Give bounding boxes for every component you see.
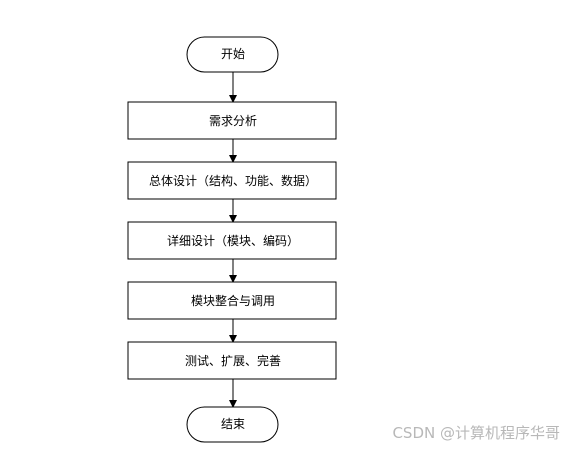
process-label: 需求分析 [209, 114, 257, 128]
end-label: 结束 [221, 417, 245, 431]
process-box [127, 341, 337, 380]
process-node-overall-design: 总体设计（结构、功能、数据） [127, 161, 337, 200]
process-label: 详细设计（模块、编码） [167, 233, 299, 248]
process-box [127, 101, 337, 140]
process-label: 模块整合与调用 [191, 293, 275, 308]
process-node-testing: 测试、扩展、完善 [127, 341, 337, 380]
csdn-watermark: CSDN @计算机程序华哥 [392, 424, 560, 442]
process-node-detailed-design: 详细设计（模块、编码） [127, 221, 337, 260]
process-node-requirements: 需求分析 [127, 101, 337, 140]
start-terminal-shape [186, 36, 279, 73]
start-label: 开始 [221, 47, 245, 61]
process-label: 总体设计（结构、功能、数据） [149, 173, 317, 188]
process-box [127, 221, 337, 260]
process-box [127, 161, 337, 200]
start-node: 开始 [186, 36, 279, 73]
process-node-integration: 模块整合与调用 [127, 281, 337, 320]
end-node: 结束 [186, 406, 279, 443]
end-terminal-shape [186, 406, 279, 443]
process-box [127, 281, 337, 320]
process-label: 测试、扩展、完善 [185, 353, 281, 368]
